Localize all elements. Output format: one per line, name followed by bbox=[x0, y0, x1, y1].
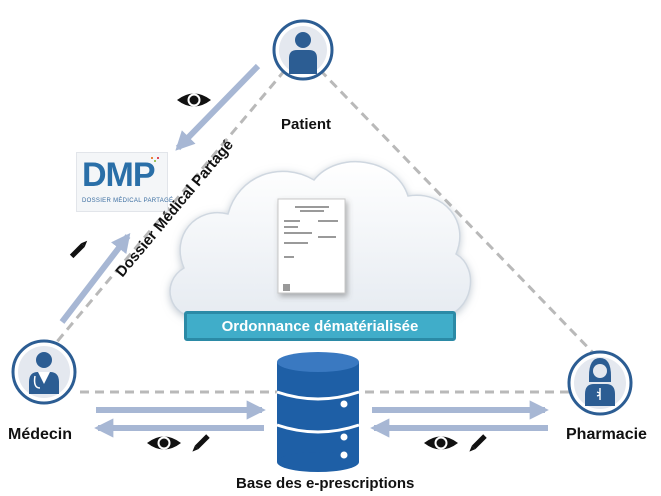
pharmacie-label: Pharmacie bbox=[566, 426, 647, 443]
ordonnance-banner: Ordonnance dématérialisée bbox=[184, 311, 456, 341]
dmp-logo: DMP DOSSIER MÉDICAL PARTAGÉ bbox=[76, 152, 173, 212]
person-icon bbox=[289, 32, 317, 74]
pencil-icon-dmp bbox=[69, 240, 88, 259]
patient-label: Patient bbox=[281, 116, 332, 133]
eye-icon-medecin bbox=[147, 436, 181, 450]
pharmacist-icon bbox=[585, 358, 615, 406]
doctor-icon bbox=[29, 352, 59, 394]
edge-patient-pharmacie bbox=[318, 68, 602, 362]
dmp-logo-mark bbox=[151, 157, 159, 162]
arrow-medecin-to-dmp bbox=[59, 232, 131, 324]
database-icon bbox=[276, 352, 360, 472]
medecin-node bbox=[11, 339, 77, 405]
flow-arrows bbox=[59, 63, 549, 438]
eye-icon-pharmacie bbox=[424, 436, 458, 450]
document-icon bbox=[277, 198, 346, 294]
patient-node bbox=[272, 19, 334, 81]
pencil-icon-pharmacie bbox=[469, 434, 487, 452]
pharmacie-node bbox=[567, 350, 633, 416]
medecin-label: Médecin bbox=[8, 426, 73, 443]
arrow-patient-to-dmp bbox=[175, 63, 261, 151]
eye-icon-patient bbox=[177, 93, 211, 107]
ordonnance-label: Ordonnance dématérialisée bbox=[221, 317, 419, 335]
dmp-logo-title: DMP bbox=[82, 156, 156, 194]
dmp-logo-subtitle: DOSSIER MÉDICAL PARTAGÉ bbox=[82, 198, 174, 204]
base-label: Base des e-prescriptions bbox=[236, 475, 415, 492]
pencil-icon-medecin bbox=[192, 434, 210, 452]
